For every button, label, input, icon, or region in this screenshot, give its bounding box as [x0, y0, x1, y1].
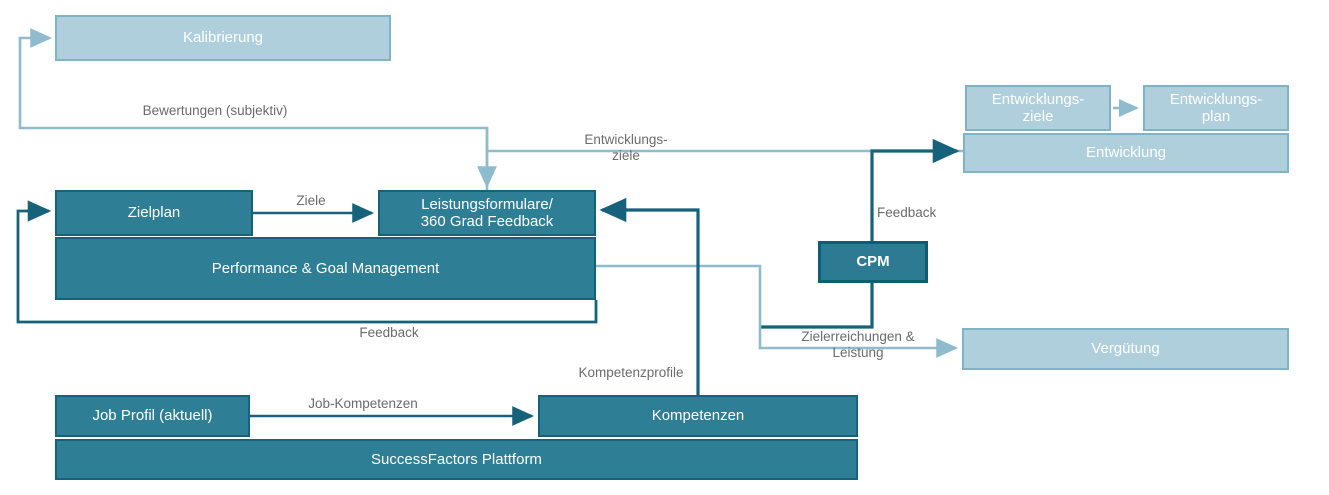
node-successfactors-plattform[interactable]: SuccessFactors Plattform	[55, 439, 858, 480]
node-entwicklungsplan[interactable]: Entwicklungs- plan	[1143, 85, 1289, 131]
edge-label-entwicklungsziele: Entwicklungs- ziele	[584, 132, 668, 163]
node-kompetenzen[interactable]: Kompetenzen	[538, 395, 858, 437]
node-kalibrierung[interactable]: Kalibrierung	[55, 15, 391, 61]
node-performance-goal-management[interactable]: Performance & Goal Management	[55, 237, 596, 300]
edge-feedback-cpm	[870, 138, 960, 241]
node-job-profil[interactable]: Job Profil (aktuell)	[55, 395, 250, 437]
edge-label-feedback-loop: Feedback	[359, 325, 419, 340]
node-zielplan[interactable]: Zielplan	[55, 190, 253, 236]
edge-label-job-kompetenzen: Job-Kompetenzen	[308, 396, 418, 411]
edge-label-feedback-cpm: Feedback	[877, 205, 937, 220]
node-verguetung[interactable]: Vergütung	[962, 328, 1289, 370]
edge-label-bewertungen-subjektiv: Bewertungen (subjektiv)	[142, 103, 288, 118]
edge-cpm-down	[760, 283, 874, 329]
node-entwicklung[interactable]: Entwicklung	[963, 133, 1289, 173]
edge-label-zielerreichungen-leistung: Zielerreichungen & Leistung	[801, 329, 915, 360]
edge-label-ziele: Ziele	[296, 193, 326, 208]
node-cpm[interactable]: CPM	[818, 241, 928, 283]
edge-label-kompetenzprofile: Kompetenzprofile	[578, 365, 684, 380]
node-leistungsformulare[interactable]: Leistungsformulare/ 360 Grad Feedback	[378, 190, 596, 236]
node-entwicklungsziele[interactable]: Entwicklungs- ziele	[965, 85, 1111, 131]
